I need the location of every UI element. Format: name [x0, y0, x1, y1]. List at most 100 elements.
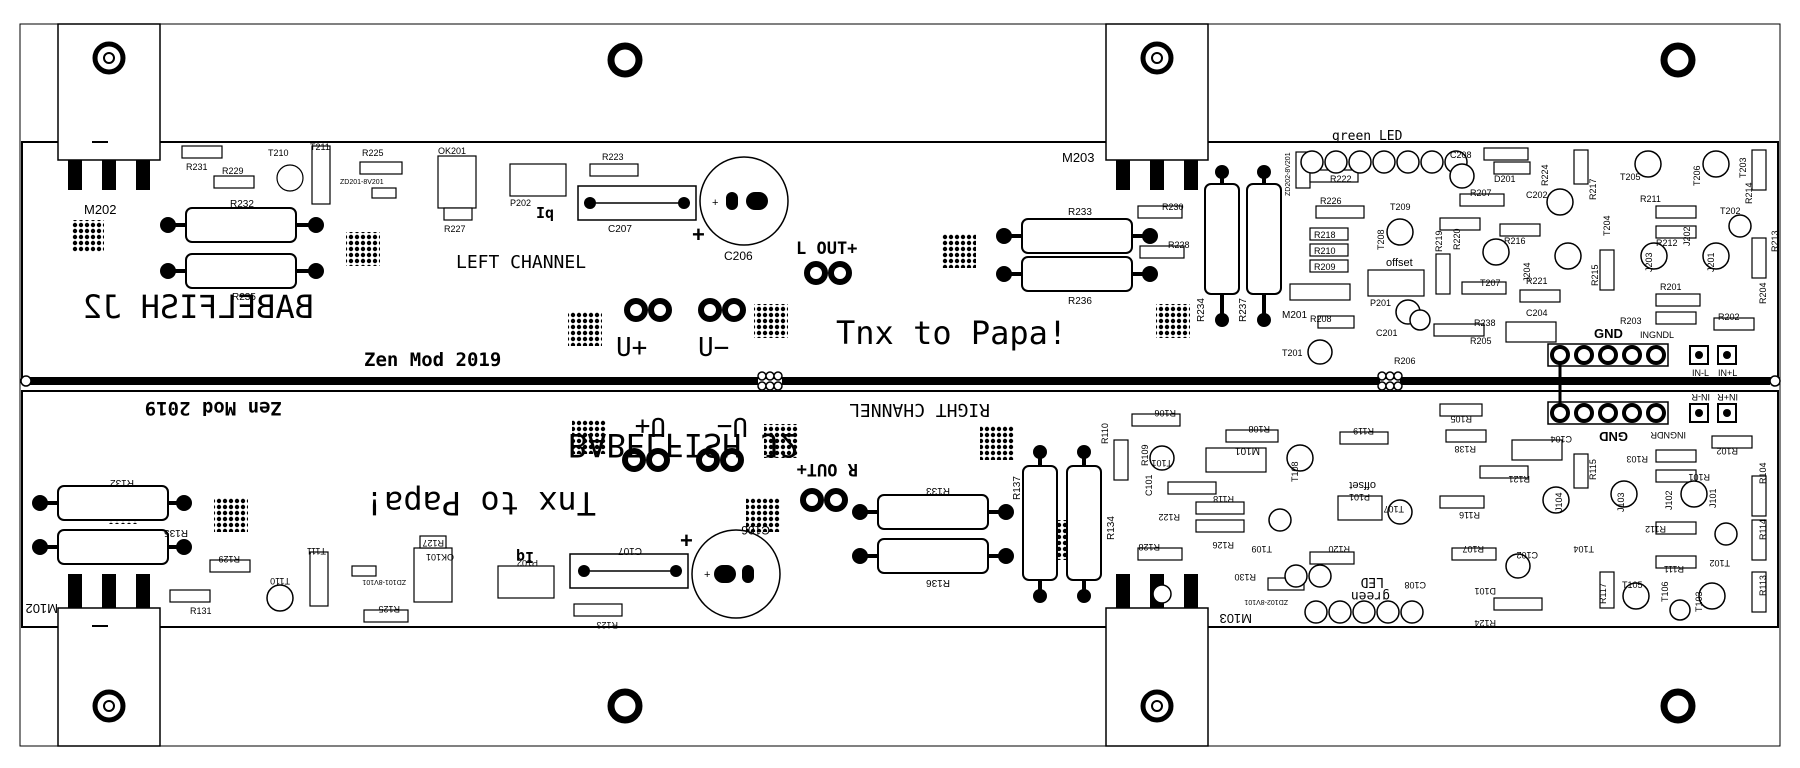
refdes-t105: T105 — [1622, 580, 1643, 590]
refdes-p201: P201 — [1370, 298, 1391, 308]
ingndl-label: INGNDL — [1640, 330, 1674, 340]
refdes-r220: R220 — [1452, 228, 1462, 250]
small-components-top — [181, 145, 1767, 343]
ingndr-label: INGNDR — [1650, 430, 1686, 440]
transistors-top — [1300, 150, 1752, 365]
refdes-t101: T101 — [1151, 458, 1172, 468]
r233-label: R233 — [1068, 207, 1092, 218]
transistors-bottom — [266, 444, 1738, 624]
refdes-zd101: ZD101-8V101 — [362, 578, 406, 585]
refdes-r123: R123 — [596, 620, 618, 630]
refdes-r227: R227 — [444, 224, 466, 234]
terminal-u-minus-bottom — [696, 448, 744, 472]
refdes-r238: R238 — [1474, 318, 1496, 328]
refdes-bottom: R129 R131 T110 T111 ZD101-8V101 R127 OK1… — [190, 408, 1768, 630]
divider-vias — [20, 371, 1781, 391]
c107-label: C107 — [618, 545, 642, 556]
refdes-r117: R117 — [1598, 583, 1608, 604]
ground-pad — [572, 420, 606, 454]
refdes-t111: T111 — [307, 546, 326, 556]
m202-label: M202 — [84, 202, 117, 217]
iq-label-bottom: Iq — [516, 548, 534, 566]
refdes-r131: R131 — [190, 606, 212, 616]
refdes-t210: T210 — [268, 148, 289, 158]
refdes-j103: J103 — [1616, 492, 1626, 512]
refdes-r203: R203 — [1620, 316, 1642, 326]
refdes-r219: R219 — [1434, 230, 1444, 252]
refdes-r109: R109 — [1140, 444, 1150, 466]
l-out-label: L OUT+ — [796, 239, 857, 259]
refdes-c102: C102 — [1516, 550, 1538, 560]
green-led-label-top: green LED — [1332, 129, 1403, 144]
header-gnd-bottom — [1547, 385, 1737, 425]
refdes-r231: R231 — [186, 162, 208, 172]
refdes-r206: R206 — [1394, 356, 1416, 366]
babelfish-label-bottom: BABELFISH J2 — [568, 426, 799, 464]
board-band-bottom — [21, 390, 1779, 628]
refdes-t103: T103 — [1694, 591, 1704, 612]
ground-pad — [746, 498, 780, 532]
terminal-u-plus-top — [624, 298, 672, 322]
r133-label: R133 — [926, 485, 950, 496]
refdes-r120: R120 — [1328, 544, 1350, 554]
c206-label: C206 — [724, 249, 753, 263]
refdes-c201: C201 — [1376, 328, 1398, 338]
in-minus-r-label: IN-R — [1691, 392, 1710, 402]
ground-pad — [214, 498, 248, 532]
refdes-r205: R205 — [1470, 336, 1492, 346]
left-channel-label: LEFT CHANNEL — [456, 252, 586, 273]
refdes-r216: R216 — [1504, 236, 1526, 246]
tnx-label-bottom: Tnx to Papa! — [365, 484, 596, 522]
refdes-r103: R103 — [1626, 454, 1648, 464]
refdes-r201: R201 — [1660, 282, 1682, 292]
refdes-zd201: ZD201-8V201 — [340, 179, 384, 186]
refdes-d201: D201 — [1494, 174, 1516, 184]
refdes-j102: J102 — [1664, 490, 1674, 510]
refdes-r108: R108 — [1248, 424, 1270, 434]
ground-pad — [754, 304, 788, 338]
refdes-r229: R229 — [222, 166, 244, 176]
u-minus-label-top: U− — [698, 333, 729, 363]
refdes-t203: T203 — [1738, 157, 1748, 178]
zen-mod-label-top: Zen Mod 2019 — [364, 349, 501, 371]
refdes-t109: T109 — [1251, 544, 1272, 554]
ground-pad — [346, 232, 380, 266]
ground-pad — [72, 220, 104, 252]
power-resistor-r134: R134 — [1066, 445, 1117, 603]
refdes-r122: R122 — [1158, 512, 1180, 522]
power-resistor-r135: R135 — [32, 527, 192, 565]
refdes-r222: R222 — [1330, 174, 1352, 184]
refdes-t207: T207 — [1480, 278, 1501, 288]
mosfet-m202: M202 — [57, 23, 161, 217]
offset-label-bottom: offset — [1349, 479, 1376, 491]
power-resistor-r234: R234 — [1196, 165, 1240, 327]
power-resistor-r233: R233 — [996, 207, 1158, 254]
m101-label: M101 — [1235, 445, 1260, 456]
refdes-t205: T205 — [1620, 172, 1641, 182]
refdes-r208: R208 — [1310, 314, 1332, 324]
refdes-r115: R115 — [1588, 459, 1598, 480]
refdes-ok101: OK101 — [426, 552, 454, 562]
r236-label: R236 — [1068, 296, 1092, 307]
gnd-label-bottom: GND — [1599, 429, 1628, 444]
svg-text:+: + — [704, 569, 710, 581]
ground-pad — [568, 312, 602, 346]
mounting-holes — [607, 42, 1696, 724]
terminal-r-out — [800, 488, 848, 512]
capacitor-c106: + + C106 — [680, 523, 781, 619]
m102-label: M102 — [25, 601, 58, 616]
refdes-c108: C108 — [1404, 580, 1426, 590]
header-gnd-top — [1547, 343, 1737, 381]
refdes-r215: R215 — [1590, 264, 1600, 286]
capacitor-c206: + + C206 — [692, 156, 789, 263]
refdes-t201: T201 — [1282, 348, 1303, 358]
refdes-r106: R106 — [1154, 408, 1176, 418]
refdes-r104: R104 — [1758, 462, 1768, 484]
babelfish-label-top: BABELFISH J2 — [83, 288, 314, 326]
ground-pad — [1156, 304, 1190, 338]
c207-label: C207 — [608, 224, 632, 235]
m203-label: M203 — [1062, 150, 1095, 165]
refdes-j101: J101 — [1708, 488, 1718, 508]
refdes-r105: R105 — [1450, 414, 1472, 424]
